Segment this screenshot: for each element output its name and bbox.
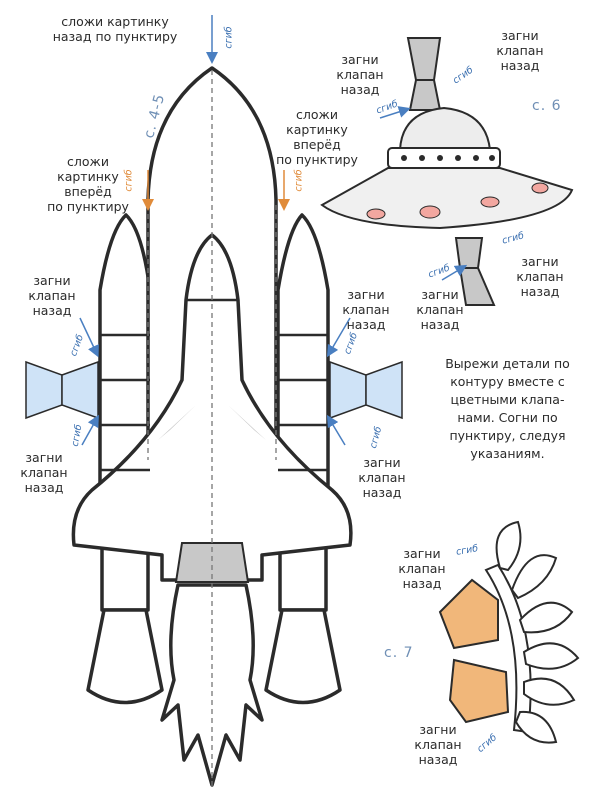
- page-ref-7: с. 7: [384, 645, 414, 661]
- ring-piece: [438, 520, 580, 744]
- orange-flap-bottom: [448, 658, 510, 724]
- right-booster: [276, 213, 330, 522]
- bend-orange-right: сгиб: [293, 169, 305, 192]
- bend-orange-left: сгиб: [123, 169, 135, 192]
- right-blue-flap: [329, 360, 367, 420]
- page-ref-6: с. 6: [532, 98, 562, 114]
- bend-top: сгиб: [223, 26, 235, 49]
- left-blue-flap: [25, 360, 63, 420]
- orange-flap-top: [438, 578, 499, 650]
